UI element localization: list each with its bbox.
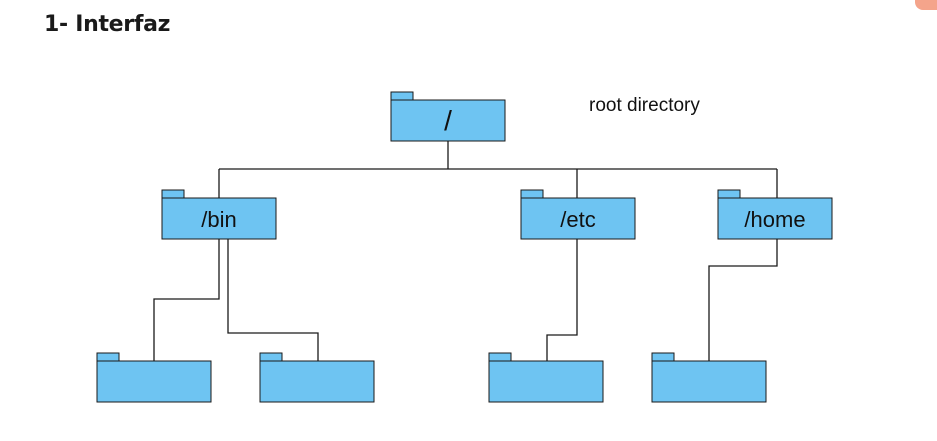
folder-bin-body	[161, 197, 277, 240]
tree-connectors	[153, 141, 778, 361]
folder-icon	[488, 352, 512, 362]
connector-bin-to-subfolder-2	[227, 239, 319, 361]
folder-icon	[390, 91, 414, 101]
subfolder-bin-2[interactable]	[259, 352, 375, 403]
folder-home-body	[717, 197, 833, 240]
subfolder-bin-2-body	[259, 360, 375, 403]
subfolder-etc-1-body	[488, 360, 604, 403]
subfolder-home-1-body	[651, 360, 767, 403]
folder-icon	[717, 189, 741, 199]
folder-icon	[96, 352, 120, 362]
folder-root-label: /	[444, 105, 452, 136]
folder-icon	[161, 189, 185, 199]
folder-icon	[651, 352, 675, 362]
connector-etc-to-subfolder	[546, 239, 578, 361]
subfolder-home-1[interactable]	[651, 352, 767, 403]
root-directory-annotation: root directory	[589, 95, 700, 116]
slide-corner-accent	[915, 0, 937, 10]
folder-etc-label: /etc	[560, 207, 595, 232]
folder-bin-label: /bin	[201, 207, 236, 232]
connector-bin-to-subfolder-1	[153, 239, 220, 361]
subfolder-etc-1[interactable]	[488, 352, 604, 403]
subfolder-bin-1[interactable]	[96, 352, 212, 403]
subfolder-bin-1-body	[96, 360, 212, 403]
folder-home-label: /home	[744, 207, 805, 232]
connector-home-to-subfolder	[708, 239, 778, 361]
folder-bin[interactable]: /bin	[161, 189, 277, 240]
folder-icon	[520, 189, 544, 199]
folder-etc[interactable]: /etc	[520, 189, 636, 240]
slide-heading: 1- Interfaz	[44, 12, 171, 37]
folder-root-body	[390, 99, 506, 142]
folder-home[interactable]: /home	[717, 189, 833, 240]
folder-root[interactable]: /	[390, 91, 506, 142]
folder-etc-body	[520, 197, 636, 240]
folder-icon	[259, 352, 283, 362]
